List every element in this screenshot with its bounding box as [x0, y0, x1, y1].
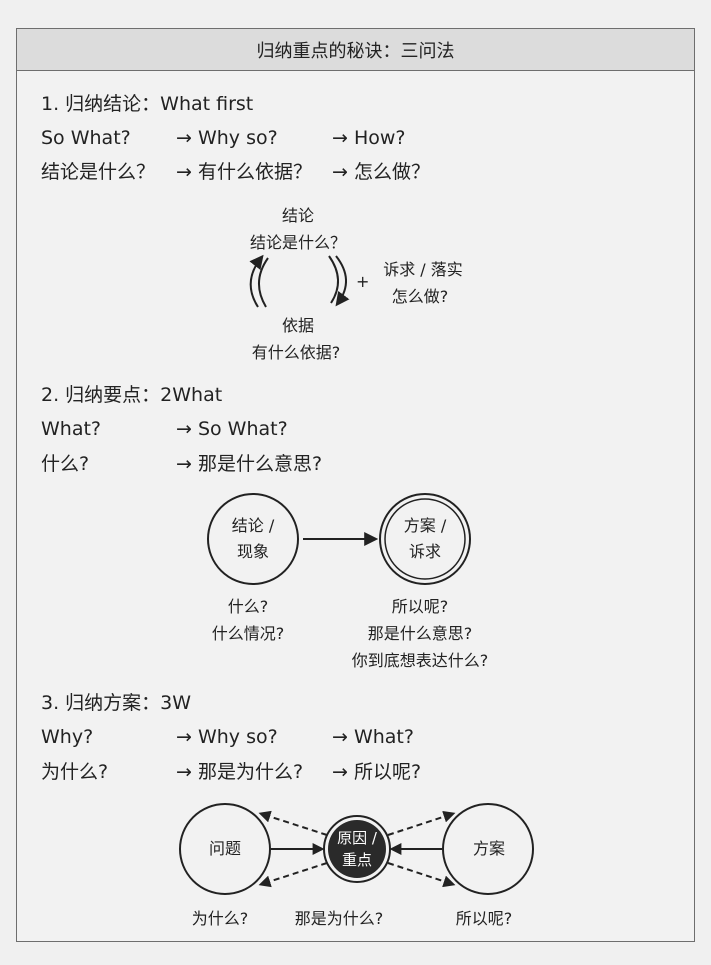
- s3-caption-right: 所以呢?: [455, 909, 513, 928]
- s2-left-node-line2: 现象: [236, 542, 270, 561]
- s1-row1-col1: So What?: [41, 127, 131, 149]
- s1-bottom-label: 依据: [281, 316, 315, 335]
- s2-row2-col1: 什么?: [41, 453, 90, 475]
- s3-dash-center-to-right-bottom: [387, 862, 456, 888]
- s1-row1-col3: → How?: [332, 127, 406, 149]
- title-bar: 归纳重点的秘诀：三问法: [17, 29, 694, 71]
- s1-row2-col2: → 有什么依据？: [176, 161, 312, 183]
- s2-left-node-line1: 结论 /: [231, 516, 275, 535]
- s2-right-caption-3: 你到底想表达什么?: [351, 651, 489, 670]
- s3-right-node-label: 方案: [472, 839, 506, 858]
- s3-dash-center-to-right-top: [387, 810, 456, 836]
- s3-row1-col2: → Why so?: [176, 726, 278, 748]
- s3-right-circle: [442, 803, 534, 895]
- s1-top-question: 结论是什么？: [249, 233, 347, 252]
- diagram-frame: 归纳重点的秘诀：三问法: [16, 28, 695, 942]
- s1-left-arc-outer: [249, 254, 264, 308]
- s2-right-node-line2: 诉求: [408, 542, 442, 561]
- s2-right-node-line1: 方案 /: [403, 516, 447, 535]
- s1-top-label: 结论: [281, 206, 315, 225]
- s3-row1-col3: → What?: [332, 726, 414, 748]
- s3-row2-col3: → 所以呢?: [332, 761, 422, 783]
- s2-left-caption-2: 什么情况?: [211, 624, 285, 643]
- s3-left-node-label: 问题: [208, 839, 242, 858]
- s3-row2-col2: → 那是为什么?: [176, 761, 304, 783]
- s1-left-arc-inner: [258, 257, 269, 308]
- s3-caption-center: 那是为什么?: [294, 909, 384, 928]
- s2-row2-col2: → 那是什么意思?: [176, 453, 323, 475]
- s1-row2-col1: 结论是什么？: [41, 161, 156, 183]
- s3-dash-center-to-left-bottom: [258, 862, 328, 888]
- s3-center-node-line1: 原因 /: [337, 829, 377, 847]
- s3-center-node-label: 原因 / 重点: [337, 827, 377, 871]
- s2-right-circle-inner: [384, 498, 466, 580]
- s3-center-node-line2: 重点: [341, 851, 373, 869]
- section1-heading: 1. 归纳结论：What first: [41, 93, 254, 115]
- s1-row2-col3: → 怎么做？: [332, 161, 430, 183]
- s2-right-caption-2: 那是什么意思?: [367, 624, 473, 643]
- section2-heading: 2. 归纳要点：2What: [41, 384, 223, 406]
- s1-right-arc-inner: [328, 255, 339, 304]
- section3-heading: 3. 归纳方案：3W: [41, 692, 192, 714]
- s3-dash-center-to-left-top: [258, 810, 328, 836]
- s2-right-caption-1: 所以呢?: [391, 597, 449, 616]
- s3-caption-left: 为什么?: [191, 909, 249, 928]
- s3-left-circle: [179, 803, 271, 895]
- page-title: 归纳重点的秘诀：三问法: [256, 40, 455, 62]
- s2-left-caption-1: 什么?: [227, 597, 269, 616]
- s2-row1-col2: → So What?: [176, 418, 288, 440]
- s2-right-circle-outer: [379, 493, 471, 585]
- s2-row1-col1: What?: [41, 418, 102, 440]
- s3-row1-col1: Why?: [41, 726, 94, 748]
- s1-plus-sign: +: [356, 272, 370, 291]
- s2-right-node-label: 方案 / 诉求: [404, 513, 446, 565]
- s3-center-circle: [328, 820, 386, 878]
- s1-row1-col2: → Why so?: [176, 127, 278, 149]
- s1-right-label: 诉求 / 落实: [383, 260, 463, 279]
- s1-right-question: 怎么做?: [391, 287, 449, 306]
- s2-left-node-label: 结论 / 现象: [232, 513, 274, 565]
- s1-bottom-question: 有什么依据?: [251, 343, 341, 362]
- s1-right-arc-outer: [335, 255, 350, 307]
- s2-left-circle: [207, 493, 299, 585]
- s3-row2-col1: 为什么?: [41, 761, 109, 783]
